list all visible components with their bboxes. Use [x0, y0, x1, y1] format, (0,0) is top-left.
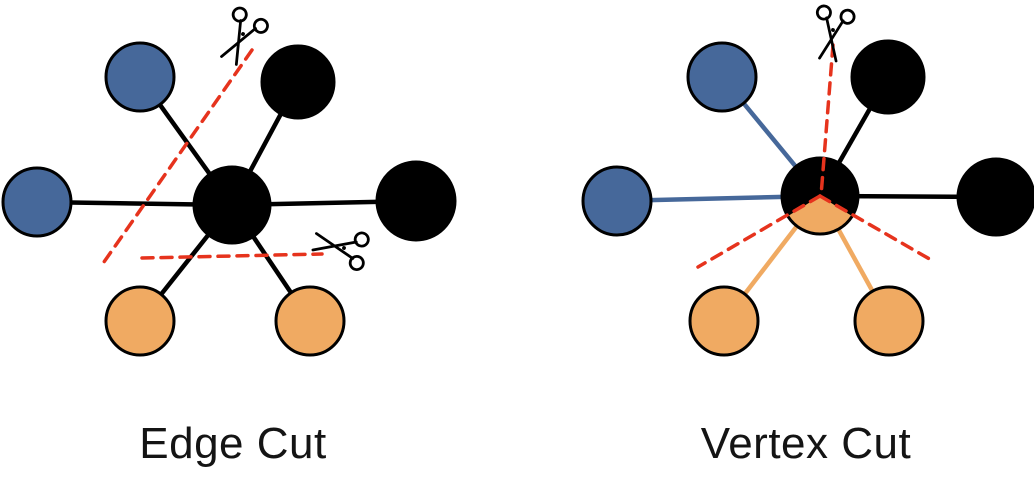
vertex-cut-scissors-icon-1 — [815, 4, 856, 63]
vertex-cut-node-top-left-blue — [686, 41, 758, 113]
vertex-cut-cut-line-1 — [819, 43, 835, 198]
vertex-cut-cut-line-3 — [818, 194, 935, 263]
edge-cut-diagram: Edge Cut — [1, 6, 457, 468]
vertex-cut-center-node-wedge — [789, 196, 851, 233]
edge-cut-node-bottom-left-orange — [104, 285, 176, 357]
vertex-cut-node-bottom-left-orange — [688, 285, 760, 357]
vertex-cut-node-bottom-right-orange — [853, 285, 925, 357]
vertex-cut-node-top-right-black — [850, 39, 926, 115]
edge-cut-node-left-blue — [1, 166, 73, 238]
edge-cut-node-top-right-black — [260, 44, 336, 120]
edge-cut-scissors-icon-2 — [311, 231, 370, 271]
edge-cut-scissors-icon-1 — [220, 6, 269, 66]
edge-cut-center-node — [192, 165, 272, 245]
edge-cut-cut-line-2 — [140, 252, 324, 260]
edge-cut-node-top-left-blue — [104, 41, 176, 113]
vertex-cut-cut-line-2 — [696, 194, 822, 269]
vertex-cut-label: Vertex Cut — [701, 419, 911, 468]
edge-cut-node-bottom-right-orange — [274, 285, 346, 357]
vertex-cut-node-right-black — [956, 157, 1034, 237]
edge-cut-cut-line-1 — [102, 48, 254, 264]
edge-cut-label: Edge Cut — [139, 419, 326, 468]
edge-cut-node-right-black — [375, 160, 457, 242]
vertex-cut-node-left-blue — [581, 165, 653, 237]
vertex-cut-diagram: Vertex Cut — [581, 4, 1034, 468]
